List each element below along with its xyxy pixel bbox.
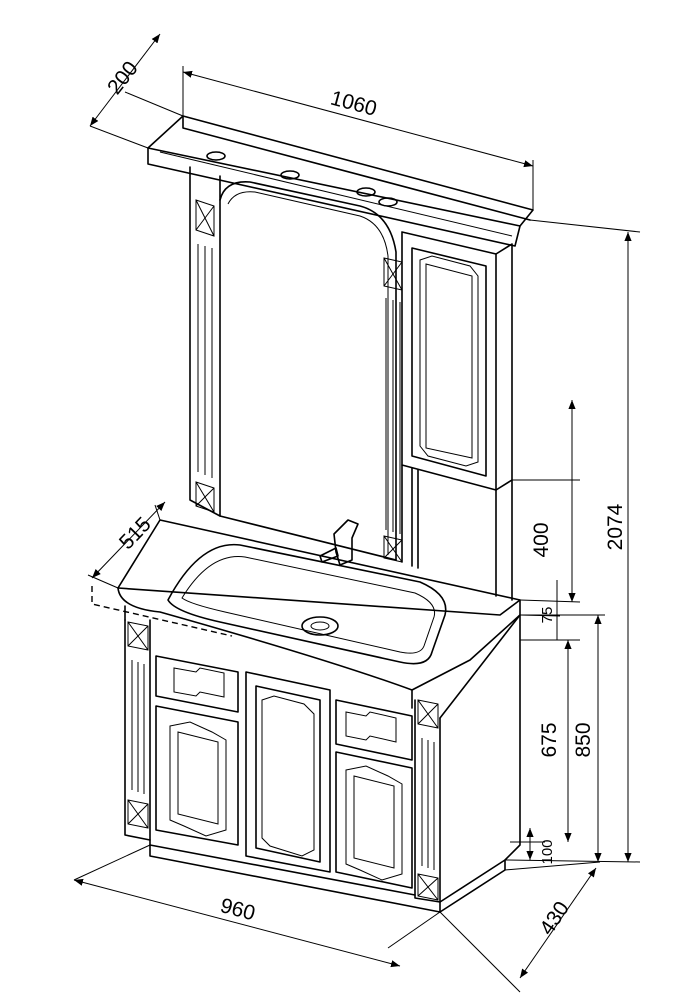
dim-label-mirror-depth: 200 [103, 57, 143, 99]
dim-label-total-height: 2074 [604, 503, 627, 550]
dimension-lines [73, 33, 641, 993]
dim-label-base-depth: 430 [535, 897, 574, 939]
dim-label-mirror-width: 1060 [328, 87, 379, 121]
dim-label-door-height: 675 [538, 722, 561, 757]
dim-label-vanity-width: 960 [218, 894, 258, 925]
dim-label-vanity-height: 850 [572, 722, 595, 757]
dim-label-top-thickness: 75 [539, 607, 556, 624]
dim-label-shelf-height: 400 [530, 522, 553, 557]
depth-guide-line [91, 586, 233, 637]
dimension-labels: 200 1060 515 2074 400 75 675 850 100 960… [103, 57, 627, 939]
dim-label-plinth-height: 100 [539, 839, 556, 864]
washbasin-top [117, 519, 521, 709]
